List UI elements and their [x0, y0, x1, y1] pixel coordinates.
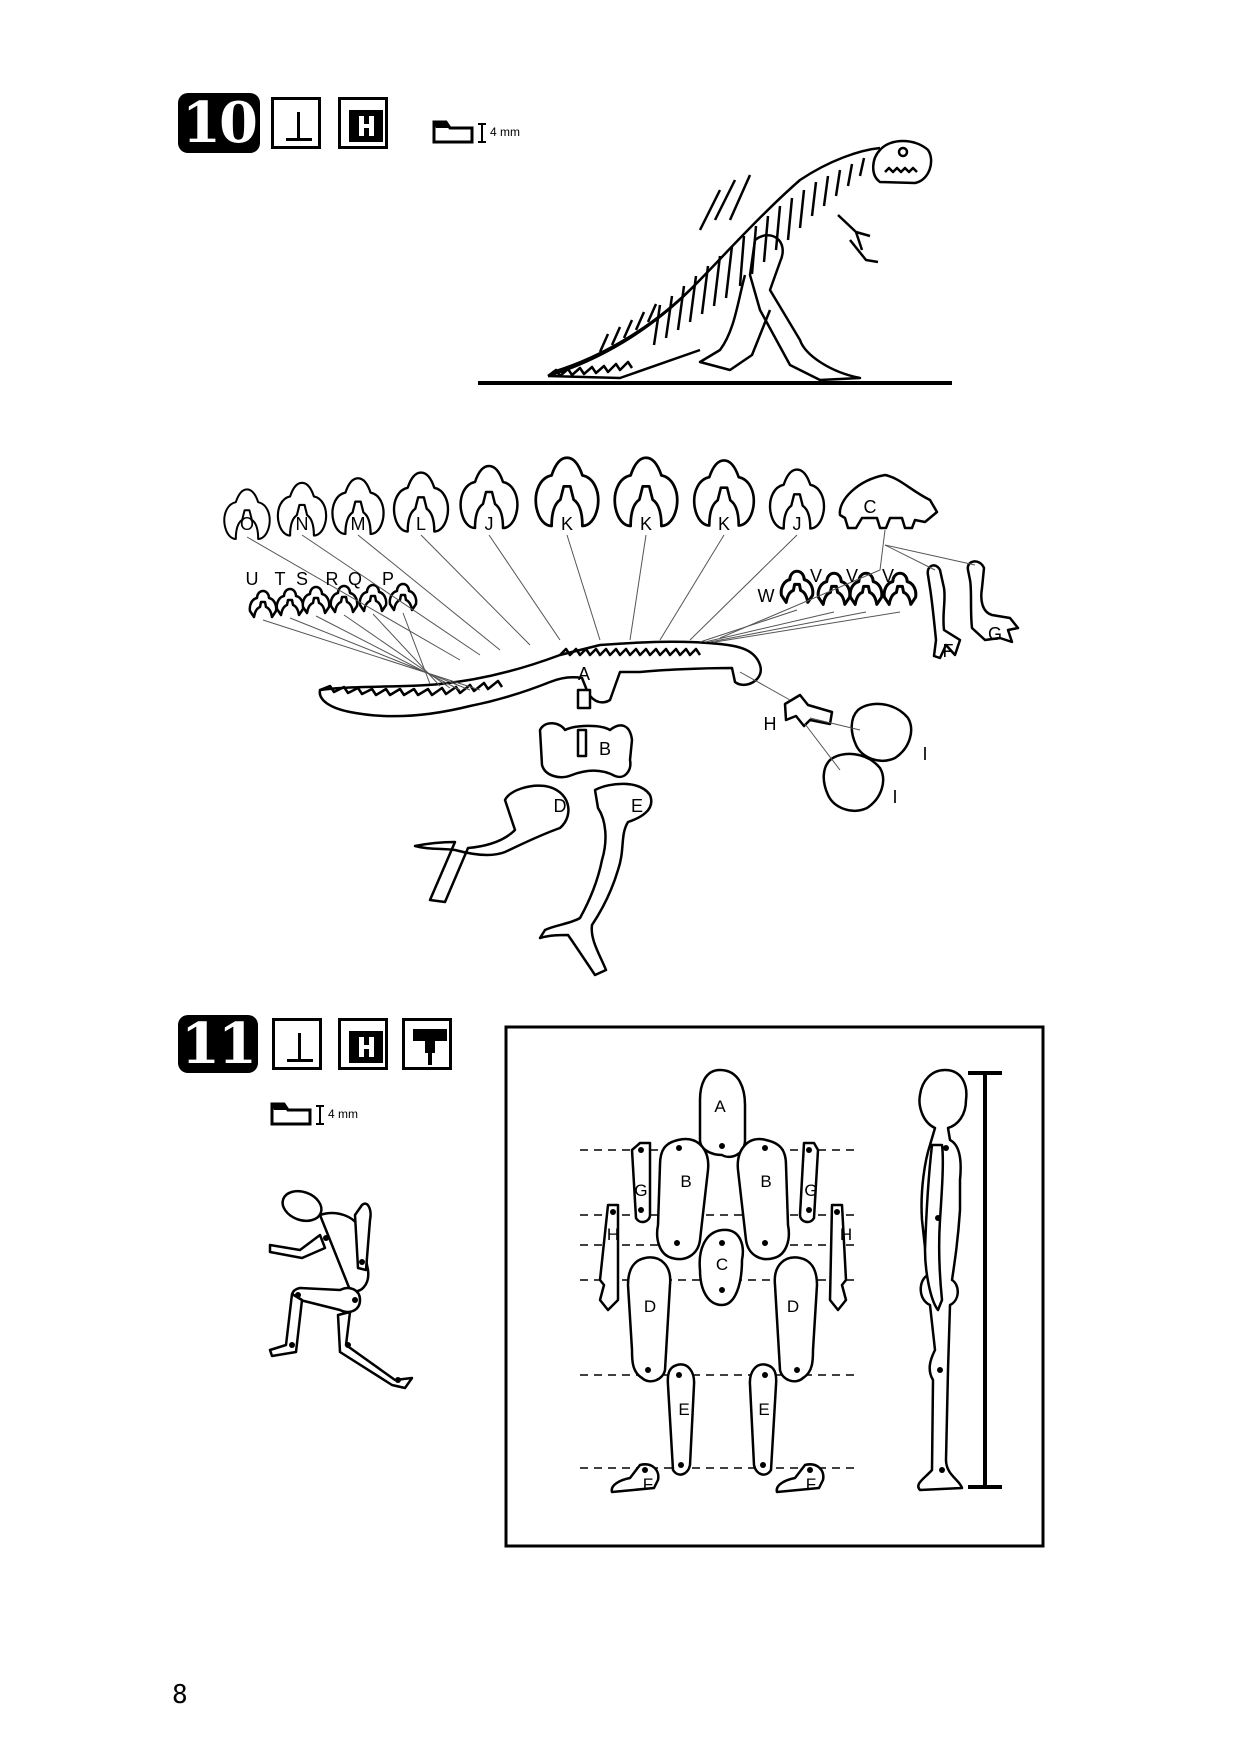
part-label-m: M	[351, 514, 366, 534]
part-label-v: V	[882, 566, 894, 586]
part-label-a: A	[714, 1097, 726, 1116]
part-label-k: K	[640, 514, 652, 534]
part-label-b: B	[680, 1172, 691, 1191]
part-label-n: N	[296, 514, 309, 534]
thickness-label: 4 mm	[490, 125, 520, 139]
try-square-icon	[271, 97, 321, 149]
part-label-h: H	[840, 1225, 852, 1244]
part-label-d: D	[787, 1297, 799, 1316]
part-label-b: B	[599, 739, 611, 759]
part-label-p: P	[382, 569, 394, 589]
step-number-badge: 10	[178, 90, 260, 156]
part-label-g: G	[804, 1181, 817, 1200]
part-label-g: G	[634, 1181, 647, 1200]
part-label-j: J	[793, 514, 802, 534]
drill-icon	[402, 1018, 452, 1070]
part-label-q: Q	[348, 569, 362, 589]
clamp-icon	[338, 1018, 388, 1070]
step-number-badge: 11	[178, 1011, 258, 1077]
part-label-o: O	[240, 514, 254, 534]
part-label-a: A	[578, 664, 590, 684]
step-number: 11	[181, 1011, 257, 1077]
step-number: 10	[182, 90, 258, 156]
part-label-i: I	[892, 787, 897, 807]
part-label-e: E	[631, 796, 643, 816]
page-number: 8	[172, 1680, 188, 1710]
try-square-icon	[272, 1018, 322, 1070]
part-label-j: J	[485, 514, 494, 534]
part-label-t: T	[275, 569, 286, 589]
part-label-h: H	[607, 1225, 619, 1244]
part-label-v: V	[810, 566, 822, 586]
part-label-l: L	[416, 514, 426, 534]
part-label-c: C	[864, 497, 877, 517]
part-label-u: U	[246, 569, 259, 589]
thickness-label: 4 mm	[328, 1107, 358, 1121]
part-label-r: R	[326, 569, 339, 589]
part-label-f: F	[643, 1475, 653, 1494]
part-label-e: E	[758, 1400, 769, 1419]
part-label-i: I	[922, 744, 927, 764]
part-label-f: F	[806, 1475, 816, 1494]
part-label-k: K	[561, 514, 573, 534]
part-label-d: D	[554, 796, 567, 816]
part-label-w: W	[758, 586, 775, 606]
part-label-s: S	[296, 569, 308, 589]
part-label-g: G	[988, 624, 1002, 644]
part-label-d: D	[644, 1297, 656, 1316]
part-label-e: E	[678, 1400, 689, 1419]
part-label-c: C	[716, 1255, 728, 1274]
part-label-k: K	[718, 514, 730, 534]
part-label-f: F	[943, 641, 954, 661]
part-label-v: V	[846, 566, 858, 586]
clamp-icon	[338, 97, 388, 149]
part-label-h: H	[764, 714, 777, 734]
part-label-b: B	[760, 1172, 771, 1191]
